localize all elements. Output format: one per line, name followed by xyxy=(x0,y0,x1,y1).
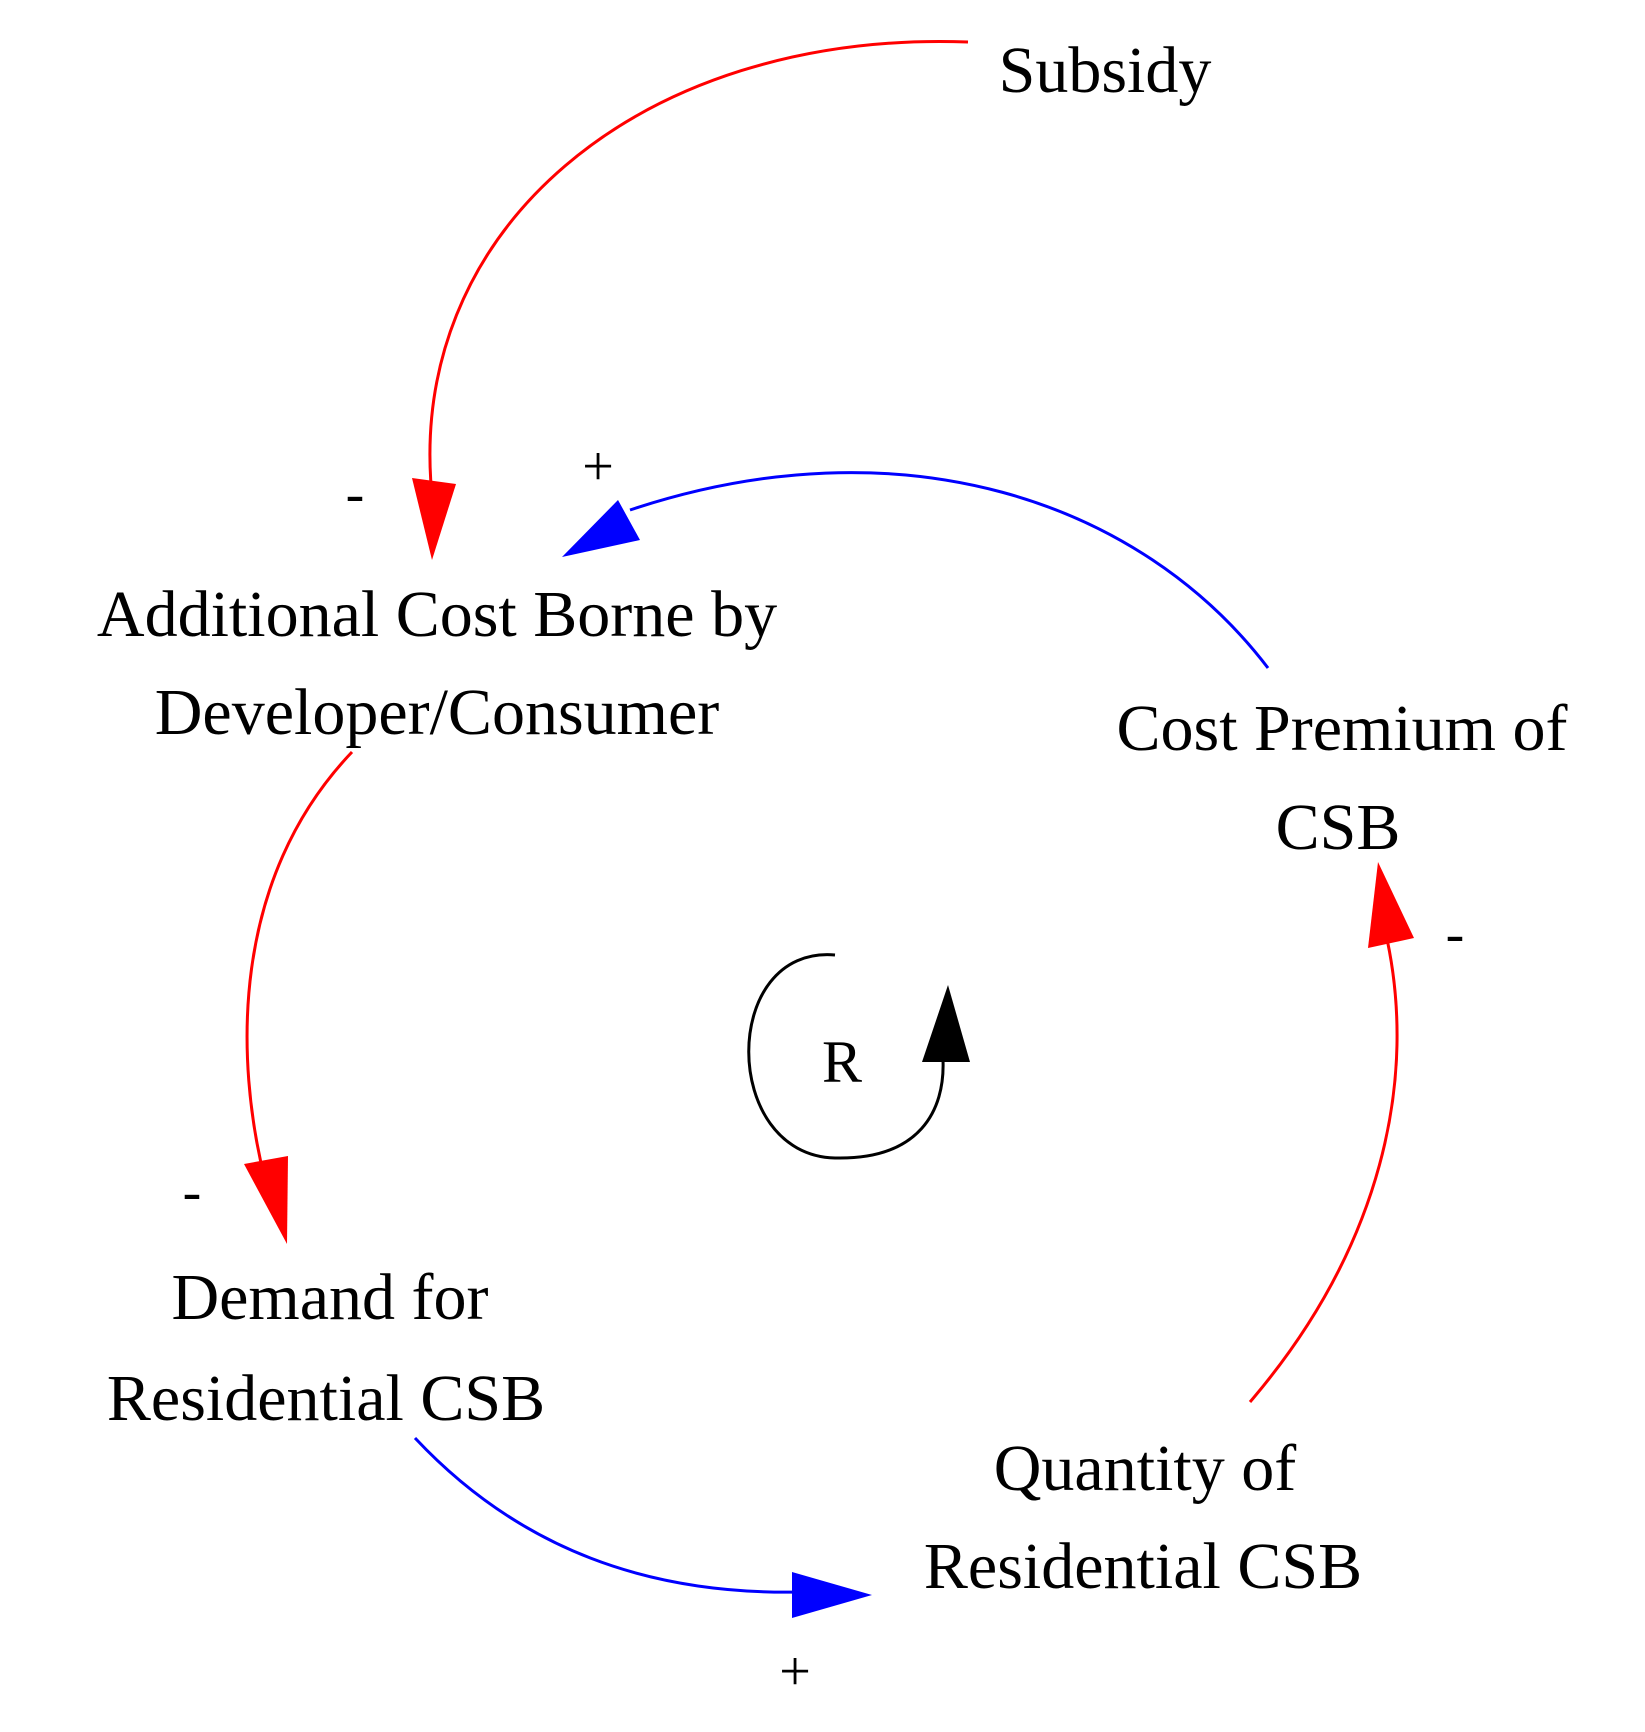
arrowhead xyxy=(412,478,456,560)
polarity-sign-quantity-link: - xyxy=(1446,903,1465,965)
loop-arrowhead xyxy=(922,985,970,1062)
variable-label-line: Quantity of xyxy=(994,1432,1296,1505)
link-additional-cost-to-demand xyxy=(244,750,354,1244)
arrowhead xyxy=(1368,862,1414,948)
variable-quantity: Quantity of Residential CSB xyxy=(924,1432,1362,1603)
variable-label-line: Subsidy xyxy=(999,34,1212,107)
link-cost-premium-to-additional-cost xyxy=(562,471,1270,669)
polarity-sign-subsidy-link: - xyxy=(346,463,365,525)
polarity-sign-demand-link: + xyxy=(779,1641,811,1703)
link-path xyxy=(629,471,1270,669)
loop-label: R xyxy=(822,1029,862,1095)
variable-label-line: CSB xyxy=(1276,791,1401,864)
link-quantity-to-cost-premium xyxy=(1248,862,1414,1403)
link-demand-to-quantity xyxy=(413,1436,872,1618)
link-path xyxy=(413,1436,801,1594)
link-subsidy-to-additional-cost xyxy=(412,39,969,560)
variable-label-line: Cost Premium of xyxy=(1116,692,1567,765)
reinforcing-loop-indicator: R xyxy=(747,953,970,1160)
loop-arrow-path xyxy=(747,953,945,1160)
variable-label-line: Residential CSB xyxy=(107,1362,545,1435)
variable-label-line: Demand for xyxy=(171,1261,488,1334)
variable-demand: Demand for Residential CSB xyxy=(107,1261,545,1435)
link-path xyxy=(1248,929,1399,1403)
link-path xyxy=(428,39,969,506)
polarity-sign-additional-cost-link: - xyxy=(183,1161,202,1223)
link-path xyxy=(245,750,354,1181)
variable-subsidy: Subsidy xyxy=(999,34,1212,107)
variable-additional-cost: Additional Cost Borne by Developer/Consu… xyxy=(97,578,777,749)
arrowhead xyxy=(562,500,640,557)
variable-label-line: Developer/Consumer xyxy=(155,676,720,749)
arrowhead xyxy=(792,1572,872,1618)
arrowhead xyxy=(244,1156,288,1244)
variable-label-line: Additional Cost Borne by xyxy=(97,578,777,651)
variable-cost-premium: Cost Premium of CSB xyxy=(1116,692,1567,864)
polarity-sign-cost-premium-link: + xyxy=(582,436,614,498)
variable-label-line: Residential CSB xyxy=(924,1530,1362,1603)
